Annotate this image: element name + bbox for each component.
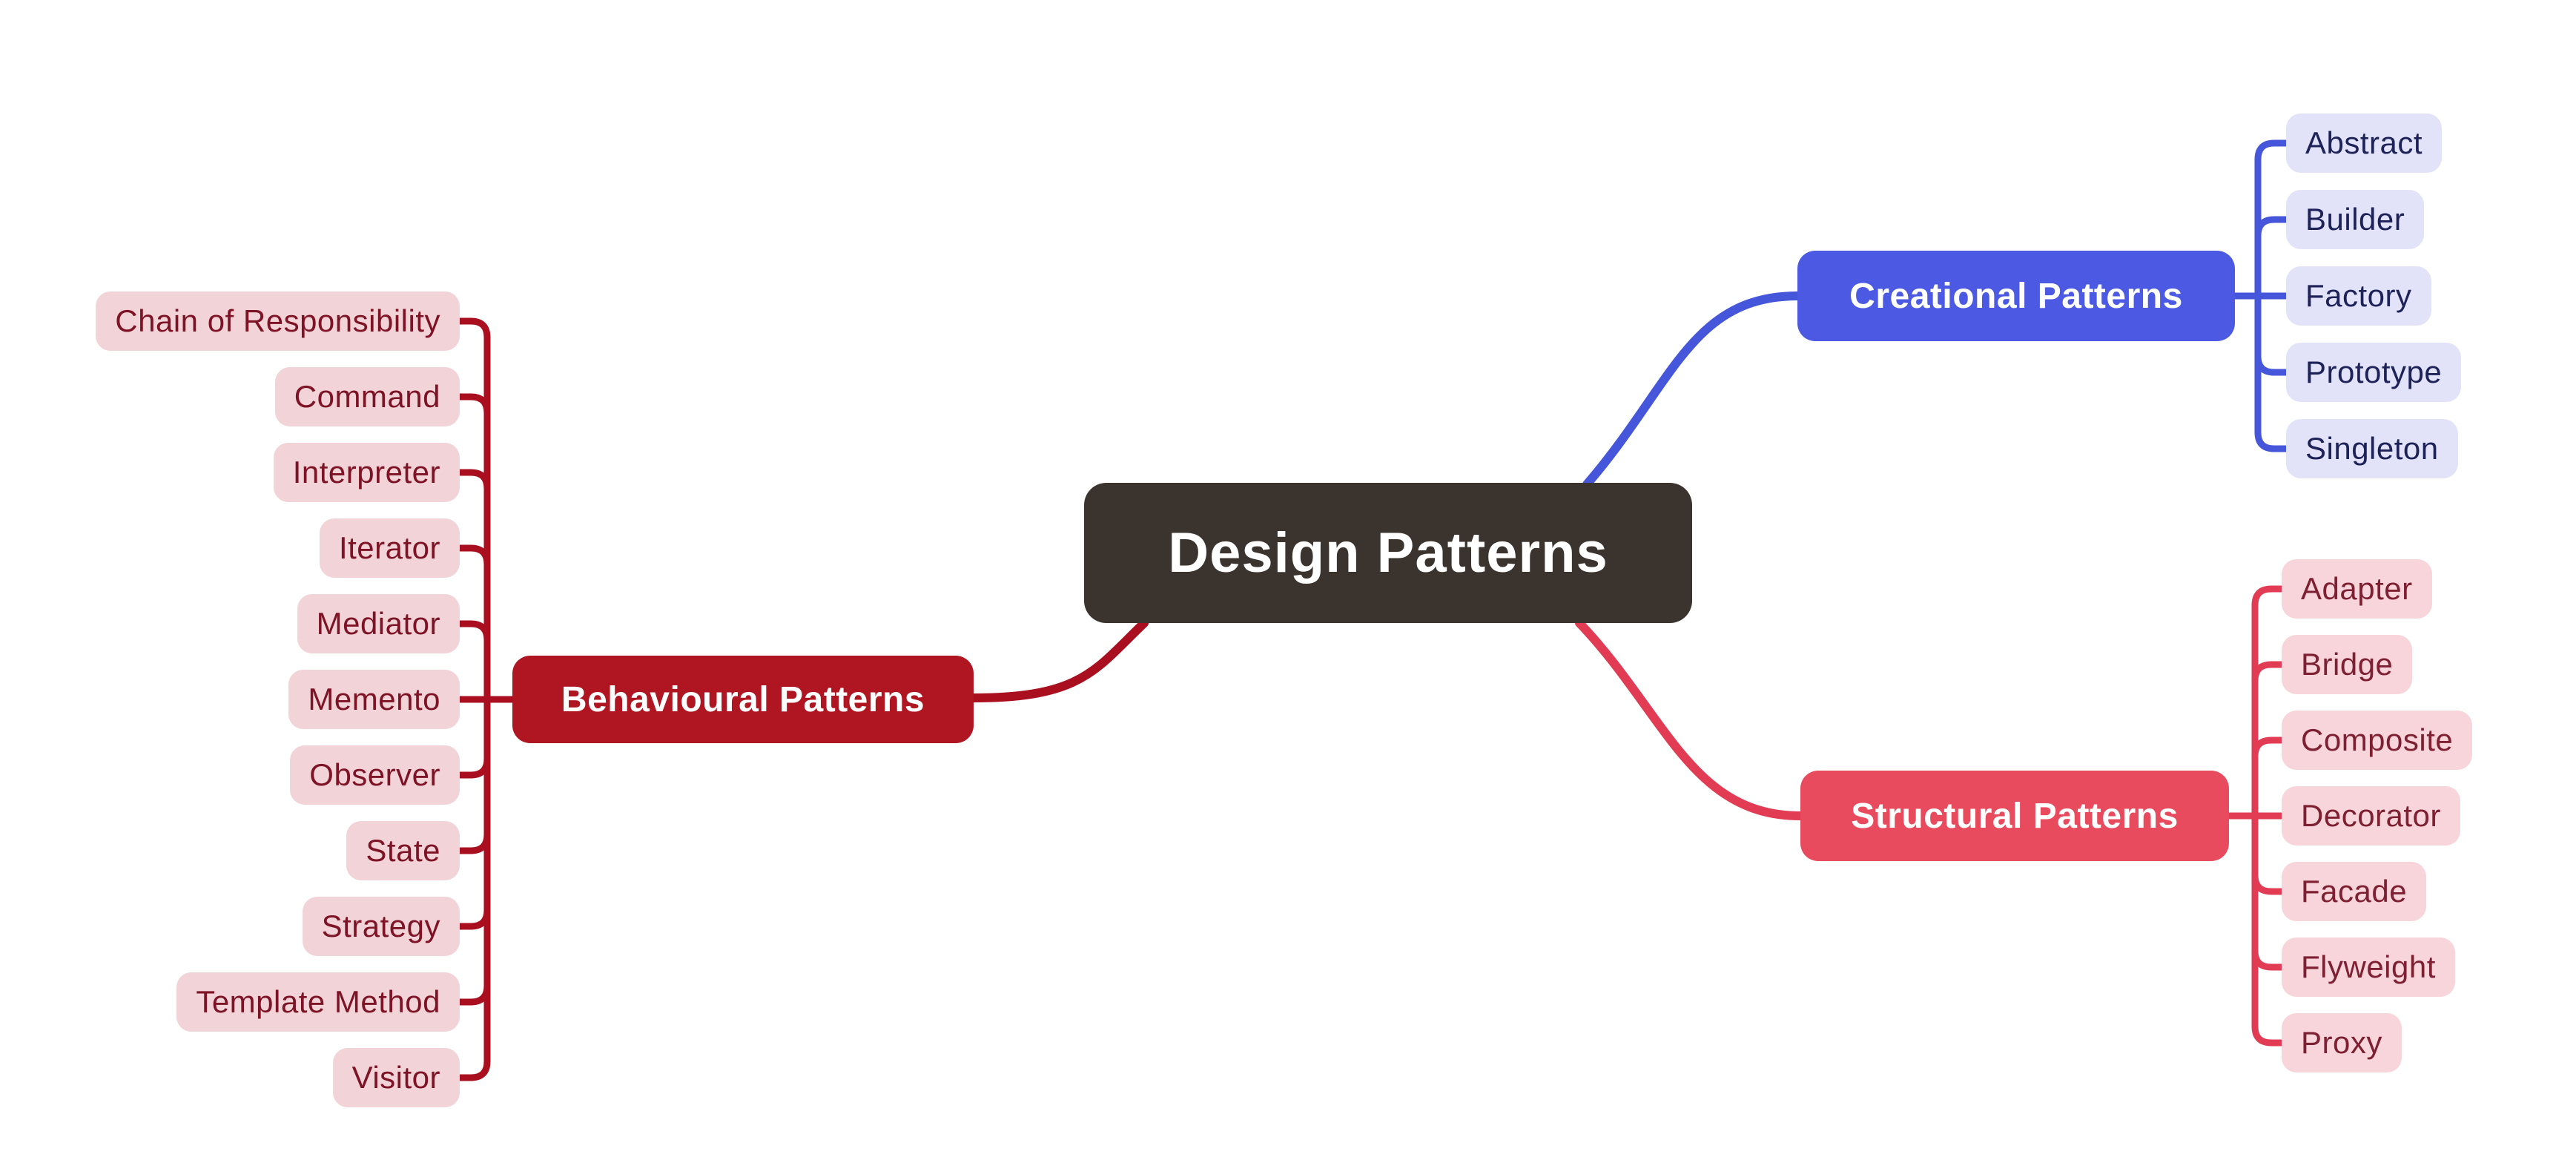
child-node-abstract[interactable]: Abstract — [2286, 113, 2443, 173]
child-node-strategy[interactable]: Strategy — [302, 897, 460, 956]
child-node-bridge[interactable]: Bridge — [2282, 635, 2413, 694]
stub-behavioural-patterns-strategy — [456, 906, 491, 930]
stub-structural-patterns-composite — [2251, 736, 2285, 760]
stub-behavioural-patterns-template-method — [456, 982, 491, 1006]
stub-creational-patterns-builder — [2254, 216, 2290, 240]
child-node-proxy[interactable]: Proxy — [2282, 1013, 2402, 1072]
child-node-memento[interactable]: Memento — [288, 670, 460, 729]
stub-behavioural-patterns-state — [456, 831, 491, 854]
branch-node-behavioural-patterns[interactable]: Behavioural Patterns — [512, 656, 974, 743]
stub-behavioural-patterns-command — [456, 393, 491, 417]
branch-node-creational-patterns[interactable]: Creational Patterns — [1797, 251, 2235, 341]
branch-node-structural-patterns[interactable]: Structural Patterns — [1800, 771, 2229, 861]
child-node-flyweight[interactable]: Flyweight — [2282, 937, 2455, 997]
stub-creational-patterns-prototype — [2254, 352, 2290, 376]
stub-structural-patterns-flyweight — [2251, 947, 2285, 971]
root-node-design-patterns[interactable]: Design Patterns — [1084, 483, 1692, 623]
connector-root-creational-patterns — [1582, 291, 1802, 489]
child-node-prototype[interactable]: Prototype — [2286, 343, 2462, 402]
stub-behavioural-patterns-interpreter — [456, 469, 491, 492]
child-node-singleton[interactable]: Singleton — [2286, 419, 2458, 478]
child-node-decorator[interactable]: Decorator — [2282, 786, 2460, 846]
stub-creational-patterns-abstract — [2254, 139, 2290, 163]
connector-root-behavioural-patterns — [969, 619, 1149, 702]
child-node-composite[interactable]: Composite — [2282, 711, 2473, 770]
child-node-iterator[interactable]: Iterator — [319, 518, 460, 578]
child-node-template-method[interactable]: Template Method — [176, 972, 460, 1032]
child-node-chain-of-responsibility[interactable]: Chain of Responsibility — [96, 291, 460, 351]
child-node-mediator[interactable]: Mediator — [297, 594, 460, 653]
child-node-state[interactable]: State — [346, 821, 460, 880]
stub-behavioural-patterns-mediator — [456, 620, 491, 644]
child-node-observer[interactable]: Observer — [290, 745, 460, 805]
stub-structural-patterns-adapter — [2251, 585, 2285, 609]
stub-structural-patterns-proxy — [2251, 1023, 2285, 1047]
stub-behavioural-patterns-visitor — [456, 1058, 491, 1081]
child-node-factory[interactable]: Factory — [2286, 266, 2431, 326]
connector-root-structural-patterns — [1575, 619, 1805, 820]
stub-structural-patterns-facade — [2251, 871, 2285, 895]
child-node-interpreter[interactable]: Interpreter — [273, 443, 460, 502]
child-node-adapter[interactable]: Adapter — [2282, 559, 2432, 619]
stub-behavioural-patterns-iterator — [456, 544, 491, 568]
child-node-facade[interactable]: Facade — [2282, 862, 2427, 921]
child-node-builder[interactable]: Builder — [2286, 190, 2425, 249]
stub-behavioural-patterns-chain-of-responsibility — [456, 317, 491, 341]
child-node-command[interactable]: Command — [274, 367, 460, 426]
child-node-visitor[interactable]: Visitor — [332, 1048, 460, 1107]
stub-structural-patterns-bridge — [2251, 661, 2285, 685]
stub-creational-patterns-singleton — [2254, 429, 2290, 452]
stub-behavioural-patterns-observer — [456, 755, 491, 779]
